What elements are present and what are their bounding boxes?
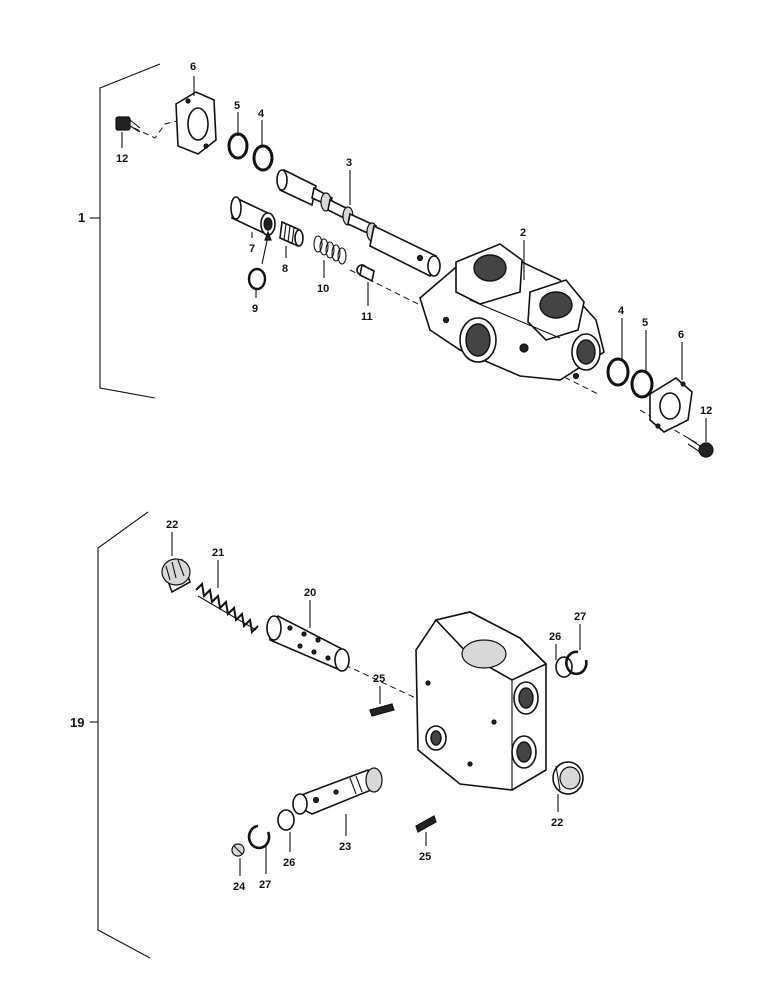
callout-6: 6 xyxy=(678,329,684,341)
callout-8: 8 xyxy=(282,263,288,275)
group-1-label: 1 xyxy=(78,210,85,225)
group-19-bracket xyxy=(97,511,151,959)
callout-3: 3 xyxy=(346,157,352,169)
part-20-piston xyxy=(266,614,350,672)
callout-27: 27 xyxy=(259,879,271,891)
callout-26: 26 xyxy=(283,857,295,869)
part-27-snap-ring-right xyxy=(565,650,588,676)
callout-10: 10 xyxy=(317,283,329,295)
group-19-assembly: 19 xyxy=(70,511,588,959)
part-23-stem xyxy=(292,767,383,815)
callout-11: 11 xyxy=(361,311,373,323)
callout-20: 20 xyxy=(304,587,316,599)
part-25-pin-upper xyxy=(369,703,395,717)
callout-21: 21 xyxy=(212,547,224,559)
part-6-flange-right xyxy=(649,377,693,433)
callout-25: 25 xyxy=(419,851,431,863)
callout-22: 22 xyxy=(551,817,563,829)
callout-5: 5 xyxy=(642,317,648,329)
part-5-ring-left xyxy=(227,132,249,160)
callout-2: 2 xyxy=(520,227,526,239)
part-26-oring-left xyxy=(277,809,295,831)
part-25-pin-lower xyxy=(415,815,437,833)
part-11-pin xyxy=(356,263,375,283)
valve-body-lower xyxy=(415,611,548,791)
part-12-screw-left xyxy=(115,116,141,133)
part-2-valve-body xyxy=(419,243,605,381)
part-27-snap-ring-left xyxy=(247,824,271,850)
callout-27: 27 xyxy=(574,611,586,623)
callout-12: 12 xyxy=(700,405,712,417)
callout-4: 4 xyxy=(618,305,625,317)
part-22-cap-right xyxy=(552,761,584,795)
part-5-ring-right xyxy=(630,369,654,399)
part-9-washer xyxy=(247,267,267,291)
callout-5: 5 xyxy=(234,100,240,112)
part-22-cap-left xyxy=(161,558,191,594)
group-1-assembly: 1 xyxy=(78,61,714,458)
part-6-flange-left xyxy=(175,91,217,155)
part-21-spring xyxy=(195,581,259,635)
callout-9: 9 xyxy=(252,303,258,315)
callout-6: 6 xyxy=(190,61,196,73)
callout-26: 26 xyxy=(549,631,561,643)
part-4-ring-left xyxy=(252,144,274,172)
part-24-plug xyxy=(231,843,245,857)
part-7-cap-nut xyxy=(230,196,276,236)
part-8-threaded-plug xyxy=(279,220,304,248)
group-19-label: 19 xyxy=(70,715,84,730)
callout-12: 12 xyxy=(116,153,128,165)
part-26-oring-right xyxy=(555,656,573,678)
callout-4: 4 xyxy=(258,108,265,120)
part-10-spring xyxy=(313,235,347,265)
callout-7: 7 xyxy=(249,243,255,255)
part-12-screw-right xyxy=(687,437,714,458)
part-3-spool xyxy=(276,168,441,278)
callout-22: 22 xyxy=(166,519,178,531)
group-1-bracket xyxy=(99,63,161,399)
callout-24: 24 xyxy=(233,881,246,893)
part-4-ring-right xyxy=(606,357,630,387)
callout-25: 25 xyxy=(373,673,385,685)
callout-23: 23 xyxy=(339,841,351,853)
